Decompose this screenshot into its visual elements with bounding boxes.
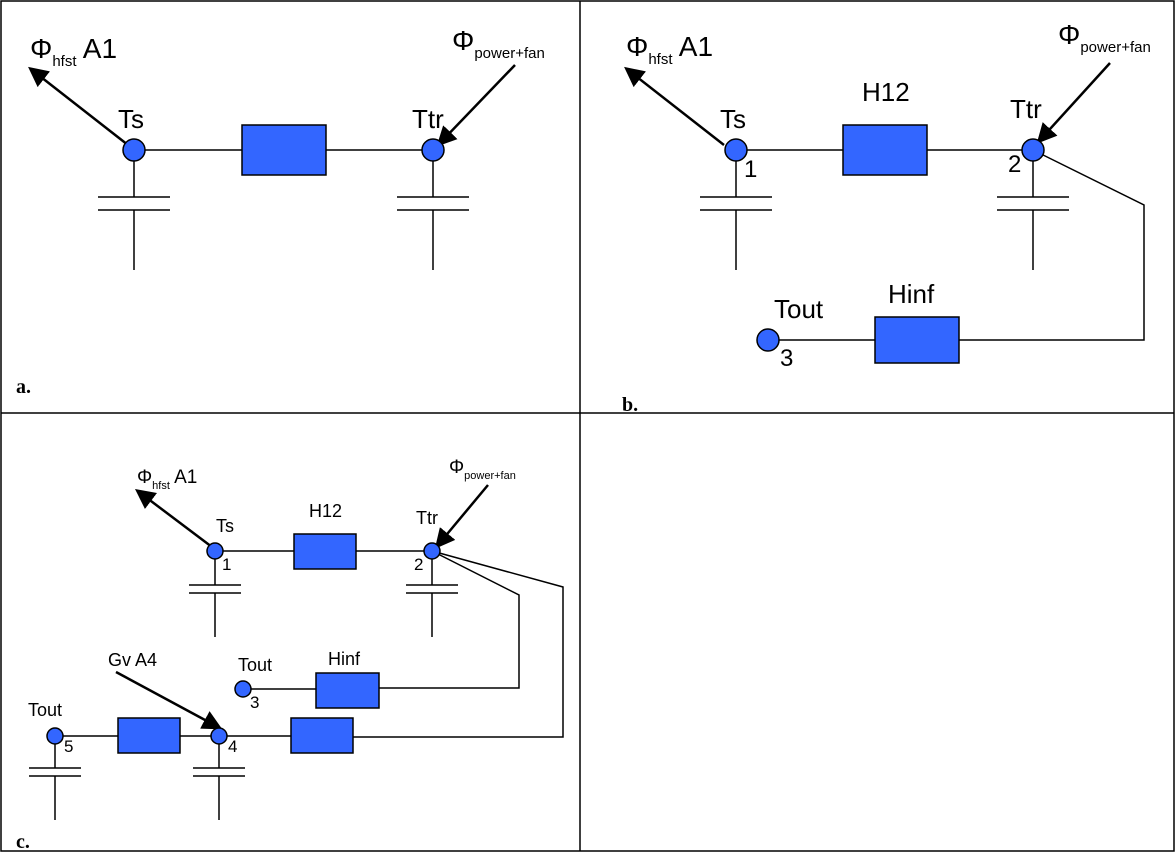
node-tout [756,328,780,352]
capacitor [700,150,772,270]
node-ttr-label: Ttr [1010,94,1042,124]
node-number: 1 [744,156,757,183]
resistor [117,717,181,754]
node-ttr-label: Ttr [416,508,438,528]
heat-flux-out-arrow [135,488,213,548]
node-tout [46,727,64,745]
flux-power-fan-label: Φpower+fan [449,457,516,482]
panel-b: Φhfst A1 Φpower+fan Ts Ttr H12 Hinf Tout [622,19,1151,416]
node-ts-label: Ts [216,516,234,536]
node-4 [210,727,228,745]
hinf-label: Hinf [888,279,935,309]
node-ts [724,138,748,162]
node-ts-label: Ts [118,104,144,134]
node-tout-label: Tout [28,700,62,720]
node-ts-label: Ts [720,104,746,134]
capacitor [189,551,241,637]
node-ts [206,542,224,560]
node-number: 3 [250,693,259,712]
node-ttr [1021,138,1045,162]
resistor-hinf [315,672,380,709]
resistor-h12 [293,533,357,570]
panel-letter-a: a. [16,376,31,398]
panel-letter-c: c. [16,831,30,853]
hinf-label: Hinf [328,649,361,669]
h12-label: H12 [309,501,342,521]
flux-power-fan-label: Φpower+fan [452,25,545,62]
flux-hfst-label: Φhfst A1 [137,467,197,492]
panel-letter-b: b. [622,394,638,416]
node-ts [122,138,146,162]
node-tout [234,680,252,698]
node-number: 3 [780,345,793,372]
node-tout-label: Tout [238,655,272,675]
resistor-h12 [842,124,928,176]
heat-flux-in-arrow [436,64,516,147]
capacitor [193,736,245,820]
node-ttr [423,542,441,560]
node-number: 5 [64,737,73,756]
flux-hfst-label: Φhfst A1 [30,33,117,70]
h12-label: H12 [862,77,910,107]
capacitor [397,150,469,270]
node-ttr [421,138,445,162]
node-tout-label: Tout [774,294,824,324]
flux-power-fan-label: Φpower+fan [1058,19,1151,56]
node-number: 4 [228,737,237,756]
gv-arrow [115,670,223,730]
flux-hfst-label: Φhfst A1 [626,31,713,68]
capacitor [98,150,170,270]
resistor [290,717,354,754]
heat-flux-in-arrow [434,484,489,549]
node-number: 2 [414,555,423,574]
resistor [241,124,327,176]
node-number: 2 [1008,151,1021,178]
panel-c: Φhfst A1 Φpower+fan [16,457,564,853]
heat-flux-out-arrow [624,66,725,146]
node-number: 1 [222,555,231,574]
resistor-hinf [874,316,960,364]
heat-flux-in-arrow [1036,62,1111,144]
node-ttr-label: Ttr [412,104,444,134]
heat-flux-out-arrow [28,66,129,146]
panel-a: Φhfst A1 Φpower+fan Ts Ttr a. [16,25,545,398]
gv-label: Gv A4 [108,650,157,670]
